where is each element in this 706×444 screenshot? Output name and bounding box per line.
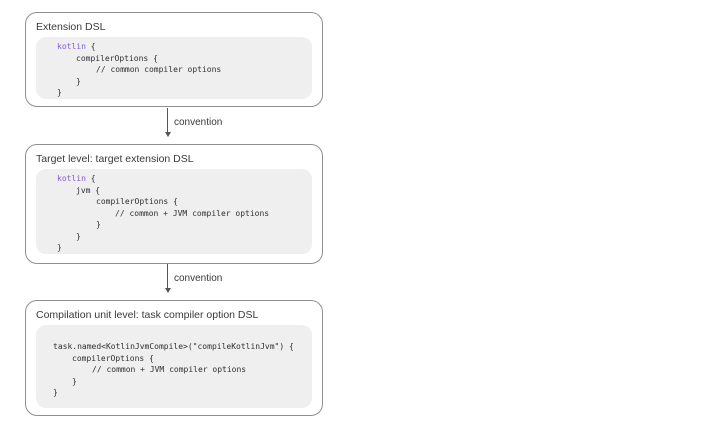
panel-title: Extension DSL: [36, 21, 106, 33]
extension-dsl-panel: Extension DSL kotlin { compilerOptions {…: [25, 12, 323, 107]
compilation-unit-panel: Compilation unit level: task compiler op…: [25, 300, 323, 416]
arrow-head-icon: [164, 288, 171, 293]
connector-arrow: [164, 264, 171, 293]
panel-title: Target level: target extension DSL: [36, 153, 194, 165]
code-line: }: [76, 231, 81, 241]
code-line: compilerOptions {: [76, 53, 158, 63]
connector-label: convention: [174, 117, 223, 128]
code-line: jvm {: [76, 185, 101, 195]
code-block: kotlin { compilerOptions { // common com…: [36, 37, 312, 99]
code-line: }: [57, 88, 62, 97]
code-block: kotlin { jvm { compilerOptions { // comm…: [36, 169, 312, 254]
arrow-shaft: [167, 264, 168, 288]
code-line: task.named<KotlinJvmCompile>("compileKot…: [53, 342, 294, 351]
code-keyword: kotlin: [57, 42, 86, 51]
code-line: kotlin {: [57, 41, 96, 52]
code-line: // common + JVM compiler options: [92, 365, 247, 374]
code-line: compilerOptions {: [96, 197, 178, 206]
target-level-panel: Target level: target extension DSL kotli…: [25, 144, 323, 264]
arrow-shaft: [167, 108, 168, 132]
panel-title: Compilation unit level: task compiler op…: [36, 309, 259, 321]
code-line: }: [72, 376, 77, 386]
code-line: }: [57, 243, 62, 252]
code-line: // common compiler options: [96, 65, 222, 74]
code-block: task.named<KotlinJvmCompile>("compileKot…: [36, 325, 312, 408]
code-line: }: [53, 388, 58, 397]
arrow-head-icon: [164, 132, 171, 137]
code-line: compilerOptions {: [72, 353, 154, 363]
code-text: {: [85, 42, 96, 51]
code-line: // common + JVM compiler options: [115, 208, 270, 218]
connector-arrow: [164, 108, 171, 137]
code-keyword: kotlin: [57, 174, 86, 183]
code-line: }: [96, 220, 101, 229]
code-line: }: [76, 76, 81, 86]
code-line: kotlin {: [57, 173, 96, 184]
code-text: {: [85, 174, 96, 183]
connector-label: convention: [174, 273, 223, 284]
